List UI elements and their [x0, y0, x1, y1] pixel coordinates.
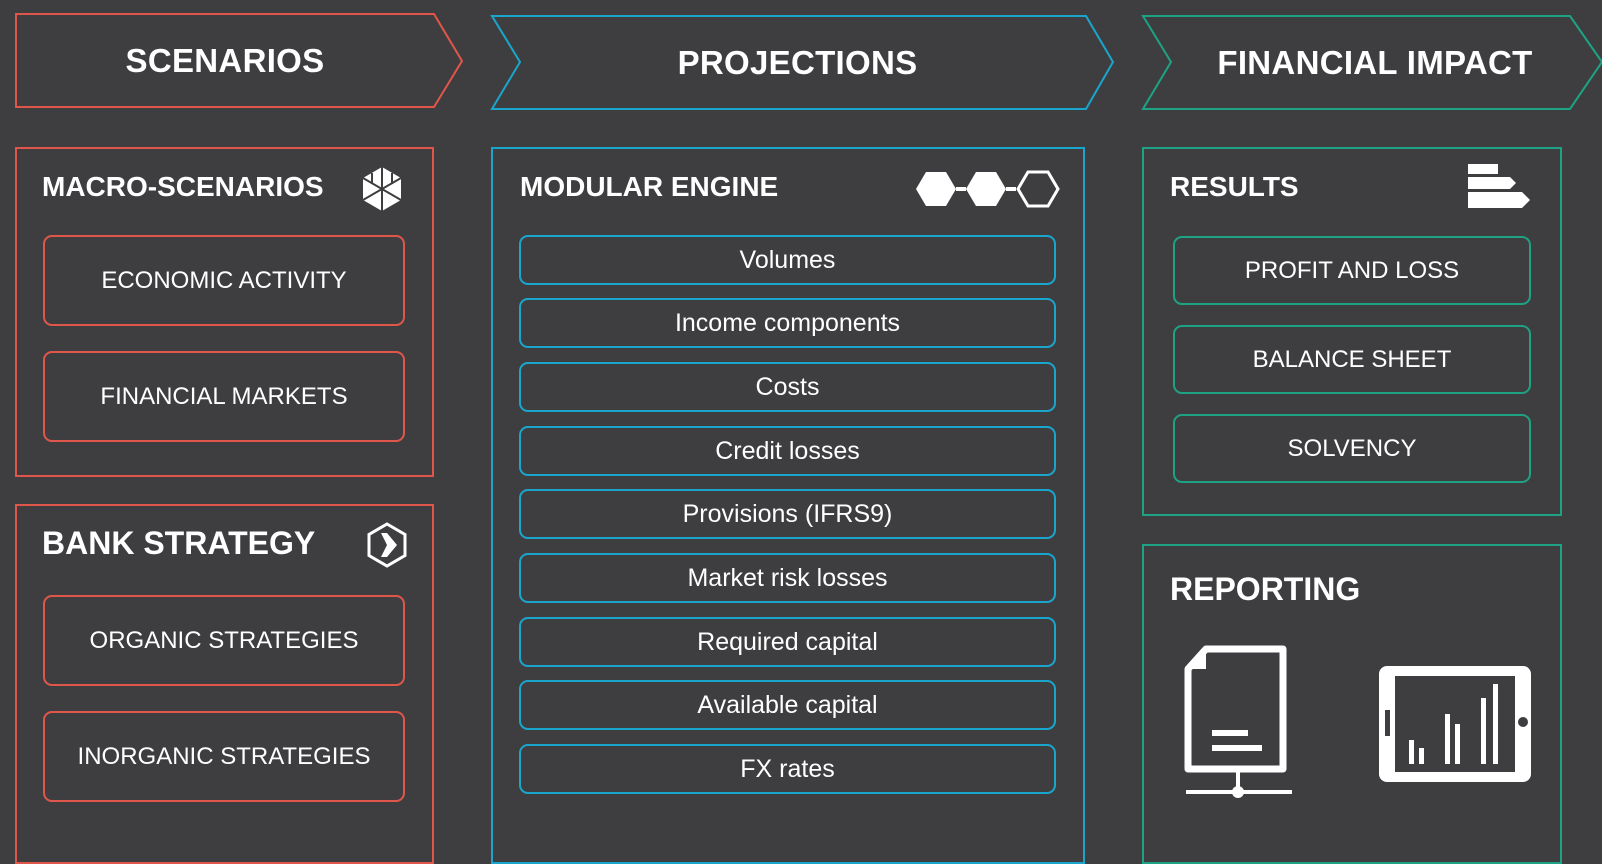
engine-item-market-risk-losses: Market risk losses — [519, 553, 1056, 603]
financial-impact-header-chevron — [1141, 15, 1602, 110]
macro-scenarios-title: MACRO-SCENARIOS — [42, 171, 324, 202]
pill-financial-markets: FINANCIAL MARKETS — [43, 351, 405, 442]
bank-strategy-title: BANK STRATEGY — [42, 525, 316, 561]
engine-item-available-capital: Available capital — [519, 680, 1056, 730]
scenarios-header: SCENARIOS — [125, 41, 325, 79]
connected-hexagons-icon — [916, 170, 1060, 208]
pill-organic-strategies: ORGANIC STRATEGIES — [43, 595, 405, 686]
macro-scenarios-panel — [15, 147, 434, 477]
modular-engine-title: MODULAR ENGINE — [520, 171, 779, 202]
engine-item-fx-rates: FX rates — [519, 744, 1056, 794]
pill-inorganic-strategies: INORGANIC STRATEGIES — [43, 711, 405, 802]
engine-item-income-components: Income components — [519, 298, 1056, 348]
engine-item-required-capital: Required capital — [519, 617, 1056, 667]
hexagon-play-icon — [367, 522, 407, 568]
bar-steps-icon — [1468, 164, 1530, 208]
engine-item-provisions-ifrs9: Provisions (IFRS9) — [519, 489, 1056, 539]
pill-profit-and-loss: PROFIT AND LOSS — [1173, 236, 1531, 305]
pill-balance-sheet: BALANCE SHEET — [1173, 325, 1531, 394]
engine-item-volumes: Volumes — [519, 235, 1056, 285]
tablet-chart-icon — [1379, 666, 1531, 782]
reporting-title: REPORTING — [1170, 571, 1361, 607]
financial-impact-header: FINANCIAL IMPACT — [1217, 43, 1533, 81]
pill-economic-activity: ECONOMIC ACTIVITY — [43, 235, 405, 326]
projections-header: PROJECTIONS — [677, 43, 918, 81]
results-title: RESULTS — [1170, 171, 1299, 202]
cube-icon — [362, 167, 402, 211]
scenarios-header-chevron — [15, 13, 464, 108]
pill-solvency: SOLVENCY — [1173, 414, 1531, 483]
engine-item-costs: Costs — [519, 362, 1056, 412]
results-panel — [1142, 147, 1562, 516]
networked-document-icon — [1184, 645, 1292, 798]
engine-item-credit-losses: Credit losses — [519, 426, 1056, 476]
projections-header-chevron — [490, 15, 1115, 110]
